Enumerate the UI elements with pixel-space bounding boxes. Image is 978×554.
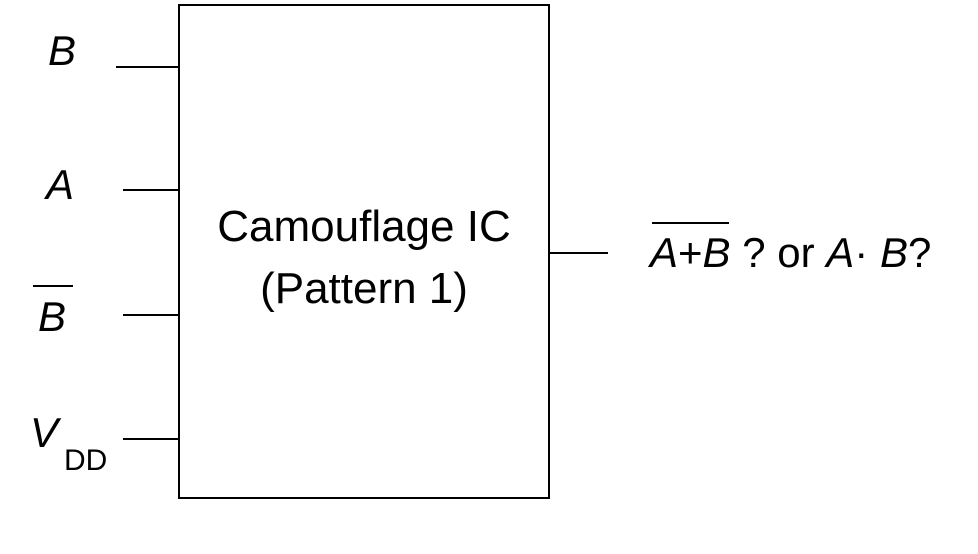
vdd-main-letter: V [30, 409, 59, 456]
and-operator: · [854, 229, 880, 276]
vdd-label: V [30, 410, 58, 456]
wire-input-a [123, 189, 179, 191]
nor-operand-b: B [702, 229, 731, 276]
output-question-or: ? or [730, 229, 827, 276]
nor-operator: + [678, 229, 703, 276]
ic-title-line2: (Pattern 1) [260, 264, 468, 313]
wire-input-b-complement [123, 314, 179, 316]
b-complement-overbar [33, 285, 73, 287]
input-b-complement-label: B [38, 293, 67, 340]
wire-output [550, 252, 608, 254]
and-operand-b: B [879, 229, 908, 276]
input-a-label: A [46, 161, 75, 208]
vdd-subscript: DD [64, 444, 108, 477]
output-question-end: ? [907, 229, 932, 276]
and-operand-a: A [826, 229, 855, 276]
wire-input-b [116, 66, 179, 68]
wire-vdd [123, 438, 179, 440]
ic-title-line1: Camouflage IC [217, 202, 511, 251]
input-b-label: B [48, 27, 77, 74]
nor-overbar [652, 222, 729, 224]
nor-expression: A+B [650, 222, 731, 276]
nor-operand-a: A [650, 229, 679, 276]
camouflage-ic-block: Camouflage IC (Pattern 1) [178, 4, 550, 499]
output-expression: A+B ? or A· B? [650, 222, 932, 276]
